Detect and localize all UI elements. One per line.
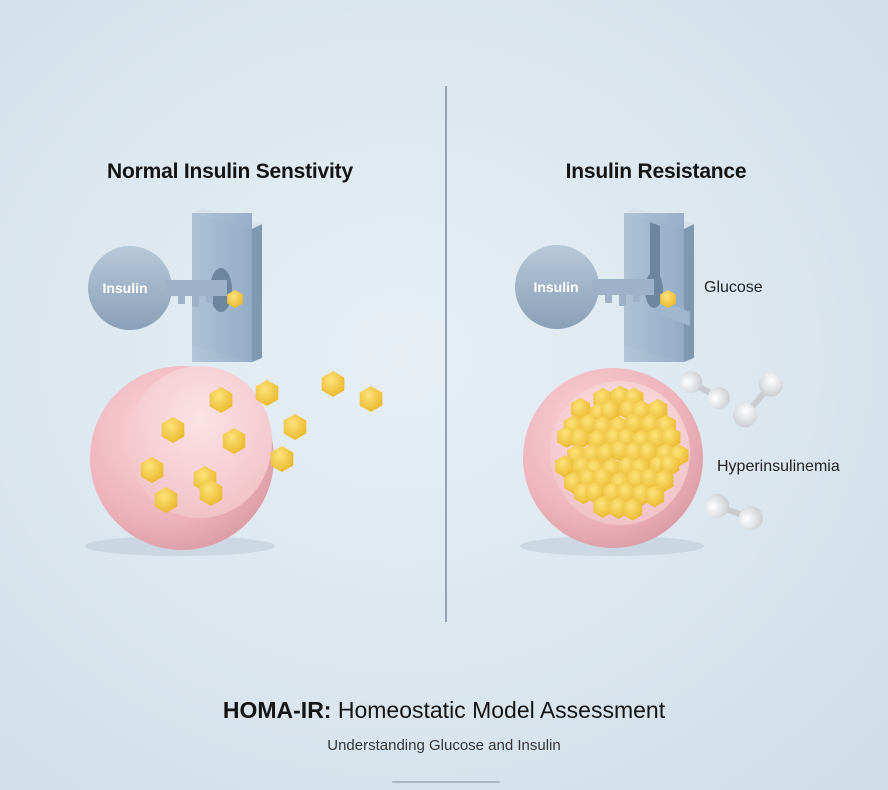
- footer-title: HOMA-IR: Homeostatic Model Assessment: [0, 697, 888, 724]
- footer-rule: [392, 781, 500, 783]
- left-key-label: Insulin: [102, 280, 147, 296]
- right-key-label: Insulin: [533, 279, 578, 295]
- insulin-molecule-icon: [680, 371, 783, 531]
- panel-title-normal: Normal Insulin Senstivity: [107, 160, 353, 183]
- label-glucose: Glucose: [704, 279, 763, 296]
- panel-divider: [445, 86, 447, 622]
- right-key-icon: Insulin: [515, 245, 654, 329]
- footer-title-rest: Homeostatic Model Assessment: [331, 697, 666, 723]
- footer-subtitle: Understanding Glucose and Insulin: [327, 737, 561, 754]
- footer-title-bold: HOMA-IR:: [222, 697, 332, 723]
- left-glucose-outside: [255, 371, 383, 472]
- left-key-icon: Insulin: [88, 246, 227, 330]
- left-cell-icon: [85, 366, 275, 556]
- label-hyperinsulinemia: Hyperinsulinemia: [717, 458, 840, 475]
- panel-title-resistance: Insulin Resistance: [565, 160, 747, 183]
